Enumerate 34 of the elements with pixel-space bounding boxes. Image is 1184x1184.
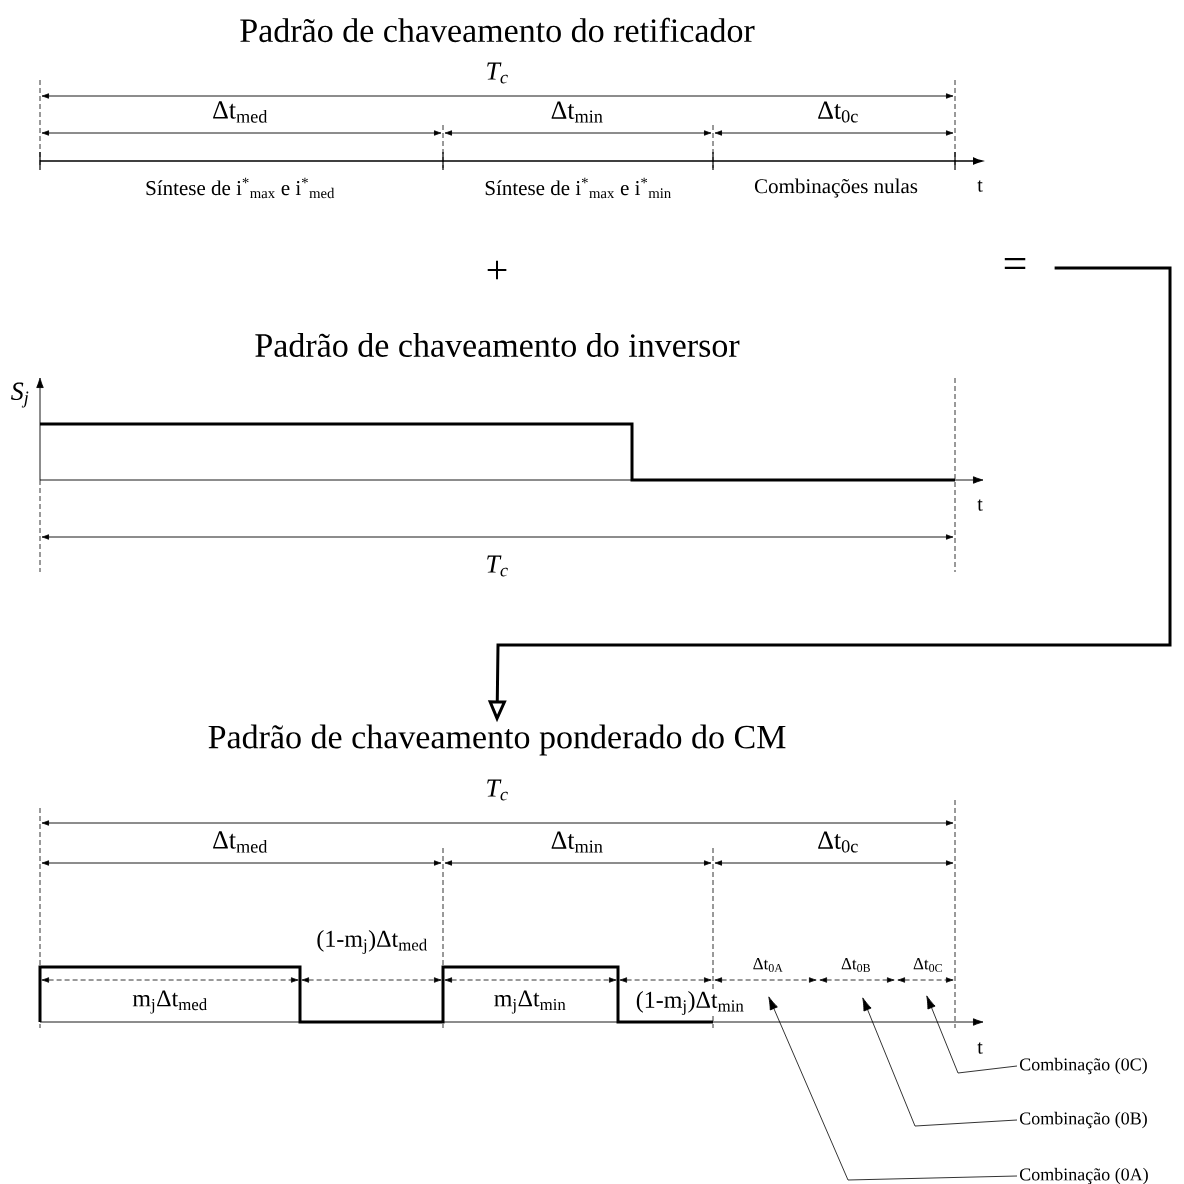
leader-line bbox=[768, 996, 1018, 1181]
duration-label: Δt$_{0C}$ bbox=[913, 958, 942, 972]
duration-label: Δt$_{0B}$ bbox=[841, 958, 870, 972]
dimension-label: T$_{c}$ bbox=[487, 62, 508, 84]
duration-label: (1-m$_{j}$)Δt$_{med}$ bbox=[315, 929, 429, 955]
duration-label: (1-m$_{j}$)Δt$_{min}$ bbox=[634, 990, 746, 1016]
dimension-label: Δt$_{min}$ bbox=[551, 831, 603, 853]
callout-text: Combinação (0C) bbox=[1019, 1057, 1147, 1075]
interval-label: Síntese de i$^{*}$$_{max}$ e i$^{*}$med bbox=[146, 177, 335, 199]
dimension-label: Δt$_{med}$ bbox=[213, 101, 268, 123]
equals-sign: = bbox=[1004, 257, 1026, 269]
plus-sign: + bbox=[487, 260, 507, 280]
heading: Padrão de chaveamento ponderado do CM bbox=[208, 724, 786, 756]
axis-label: t bbox=[977, 499, 983, 511]
axis-label: S$_{j}$ bbox=[11, 382, 29, 408]
dimension-label: Δt$_{med}$ bbox=[213, 831, 268, 853]
interval-label: Combinações nulas bbox=[754, 178, 918, 198]
duration-label: m$_{j}$Δt$_{min}$ bbox=[494, 990, 566, 1014]
dimension-label: Δt$_{0c}$ bbox=[818, 831, 858, 853]
callout-text: Combinação (0B) bbox=[1019, 1111, 1147, 1129]
duration-label: Δt$_{0A}$ bbox=[753, 958, 783, 972]
dimension-label: Δt$_{0c}$ bbox=[818, 101, 858, 123]
dimension-label: Δt$_{min}$ bbox=[551, 101, 603, 123]
interval-label: Síntese de i$^{*}$$_{max}$ e i$^{*}$min bbox=[485, 177, 671, 199]
callout-text: Combinação (0A) bbox=[1019, 1167, 1148, 1184]
heading: Padrão de chaveamento do inversor bbox=[255, 333, 740, 357]
duration-label: m$_{j}$Δt$_{med}$ bbox=[132, 990, 207, 1014]
leader-line bbox=[862, 997, 1018, 1127]
axis-label: t bbox=[977, 1042, 983, 1054]
heading: Padrão de chaveamento do retificador bbox=[240, 17, 755, 43]
dimension-label: T$_{c}$ bbox=[487, 555, 508, 577]
dimension-label: T$_{c}$ bbox=[487, 779, 508, 801]
axis-label: t bbox=[977, 180, 983, 192]
leader-line bbox=[926, 995, 1018, 1074]
